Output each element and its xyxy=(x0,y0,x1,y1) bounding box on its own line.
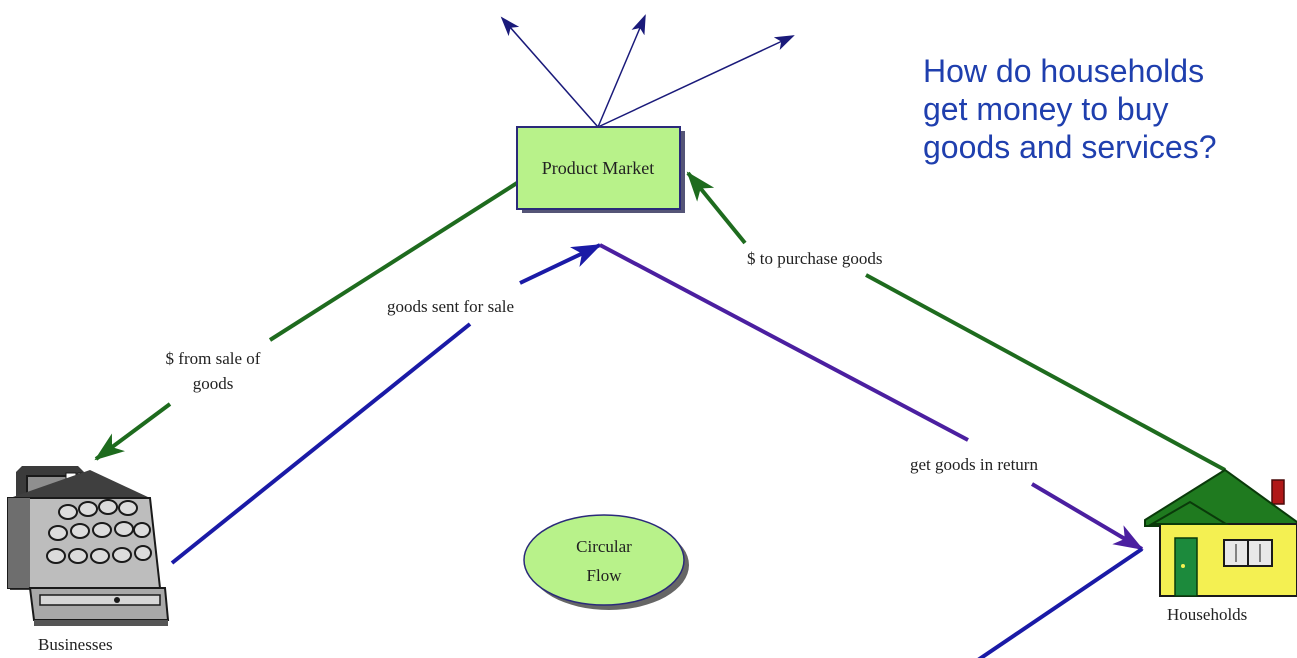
households-outflow-line xyxy=(977,547,1144,658)
top-arrow-left xyxy=(500,16,599,128)
circular-flow-label-line1: Circular xyxy=(576,537,632,556)
get-goods-label: get goods in return xyxy=(910,455,1038,474)
businesses-label: Businesses xyxy=(38,635,113,654)
money-to-market-arrow xyxy=(686,171,1226,472)
top-arrow-right xyxy=(597,35,795,128)
question-line-3: goods and services? xyxy=(923,129,1217,165)
product-market-node[interactable]: Product Market xyxy=(516,126,685,213)
circular-flow-node: Circular Flow xyxy=(523,514,689,610)
goods-to-market-arrow xyxy=(170,243,602,565)
circular-flow-label-line2: Flow xyxy=(587,566,623,585)
cash-register-icon xyxy=(7,466,170,626)
households-label: Households xyxy=(1167,605,1248,624)
goods-to-households-arrow xyxy=(599,243,1144,551)
top-arrow-middle xyxy=(597,14,646,128)
house-icon xyxy=(1144,468,1297,597)
top-arrows xyxy=(500,14,795,128)
money-to-businesses-arrow xyxy=(94,181,519,461)
from-sale-label-line1: $ from sale of xyxy=(165,349,261,368)
goods-sent-label: goods sent for sale xyxy=(387,297,515,316)
product-market-label: Product Market xyxy=(542,158,654,178)
from-sale-label-line2: goods xyxy=(192,374,234,393)
question-line-2: get money to buy xyxy=(923,91,1169,127)
to-purchase-label: $ to purchase goods xyxy=(747,249,883,268)
from-sale-label: $ from sale of goods xyxy=(128,348,298,395)
question-line-1: How do households xyxy=(923,53,1205,89)
question-text: How do households get money to buy goods… xyxy=(923,52,1297,166)
